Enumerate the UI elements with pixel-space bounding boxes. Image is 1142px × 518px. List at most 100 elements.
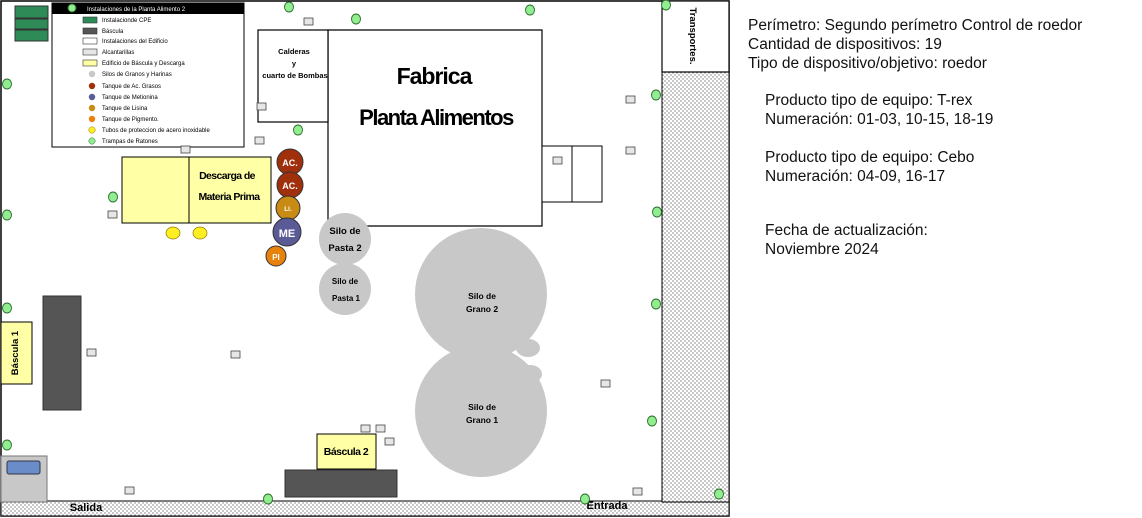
grasos-swatch: [88, 82, 96, 90]
annex-room-right: [571, 145, 603, 203]
rodent-trap: [284, 1, 294, 13]
rodent-trap: [661, 0, 671, 11]
entrada-label: Entrada: [587, 500, 629, 512]
legend-item-label: Instalaciones del Edificio: [102, 39, 168, 45]
rodent-traps: [2, 0, 724, 505]
tank-pigmento-label: PI: [272, 253, 280, 262]
alcantarillas: [86, 17, 643, 496]
legend-item-label: Alcantarillas: [102, 50, 134, 56]
silo-grano-1: [415, 345, 547, 477]
legend-item-label: Tanque de Pigmento.: [102, 117, 159, 123]
rodent-trap: [651, 298, 661, 310]
rodent-trap: [263, 493, 273, 505]
annex-room-left: [541, 145, 573, 203]
alcantarilla: [303, 17, 314, 26]
bascula-swatch: [82, 27, 98, 35]
rodent-trap: [652, 206, 662, 218]
trex-type-text: Producto tipo de equipo: T-rex: [765, 92, 973, 109]
tank-ac-grasos-2-label: AC.: [282, 181, 298, 191]
alcantarilla: [86, 348, 97, 357]
legend-item-label: Trampas de Ratones: [102, 139, 158, 145]
alcantarilla: [375, 424, 386, 433]
update-date-label: Fecha de actualización:: [765, 222, 928, 239]
bascula-2-platform: [284, 469, 398, 498]
alcantarilla: [552, 156, 563, 165]
fabrica-title-line2: Planta Alimentos: [359, 105, 514, 130]
silo-grano-2-label-line2: Grano 2: [466, 304, 498, 314]
bascula-2-building: [316, 433, 377, 470]
rodent-trap: [580, 493, 590, 505]
calderas-label-line3: cuarto de Bombas: [262, 71, 327, 80]
silo-pasta-1-label-line2: Pasta 1: [332, 294, 361, 303]
alcantarilla: [230, 350, 241, 359]
cebo-numbering-text: Numeración: 04-09, 16-17: [765, 168, 946, 185]
descarga-label-line2: Materia Prima: [198, 191, 260, 203]
rodent-trap: [714, 488, 724, 500]
trex-info: Producto tipo de equipo: T-rex Numeració…: [765, 91, 1138, 259]
silo-pasta-2: [319, 213, 371, 265]
tubo-swatch: [88, 126, 96, 134]
metionina-swatch: [88, 93, 96, 101]
silo-pasta-1: [319, 263, 371, 315]
cebo-type-text: Producto tipo de equipo: Cebo: [765, 149, 975, 166]
steel-tube: [165, 226, 181, 240]
legend-item-label: Tubos de proteccion de acero inoxidable: [102, 128, 211, 134]
silo-grano-1-label-line1: Silo de: [468, 402, 496, 412]
bascula-1-label: Báscula 1: [10, 330, 21, 375]
rodent-trap: [2, 209, 12, 221]
bascula-2-label: Báscula 2: [324, 446, 369, 458]
legend-item-label: Edificio de Báscula y Descarga: [102, 61, 185, 67]
fabrica-building: [327, 29, 543, 227]
edificio-swatch: [82, 37, 98, 45]
calderas-label-line1: Calderas: [278, 47, 310, 56]
update-date-value: Noviembre 2024: [765, 241, 879, 258]
alcantarilla: [180, 145, 191, 154]
rodent-trap: [647, 415, 657, 427]
tank-lisina-label: LI.: [284, 206, 292, 213]
rodent-trap: [293, 124, 303, 136]
device-count-text: Cantidad de dispositivos: 19: [748, 36, 942, 53]
lisina-swatch: [88, 104, 96, 112]
device-type-text: Tipo de dispositivo/objetivo: roedor: [748, 55, 987, 72]
steel-tube: [192, 226, 208, 240]
calderas-building: [257, 29, 329, 123]
cpe-installation-1: [14, 5, 49, 19]
cpe-installation-2: [14, 18, 49, 30]
alcantarilla-swatch: [82, 48, 98, 56]
rodent-trap: [2, 439, 12, 451]
legend: Instalaciones de la Planta Alimento 2 In…: [51, 2, 245, 148]
cpe-installation-3: [14, 29, 49, 42]
rodent-trap: [525, 4, 535, 16]
silo-swatch: [88, 70, 96, 78]
silo-grano-2-label-line1: Silo de: [468, 291, 496, 301]
tank-metionina-label: ME: [279, 228, 296, 240]
legend-item-label: Báscula: [102, 29, 124, 35]
pigmento-swatch: [88, 115, 96, 123]
plant-floor-plan: Transportes. Fabrica Planta Alimentos Ca…: [0, 0, 730, 517]
descarga-swatch: [82, 59, 98, 67]
salida-label: Salida: [70, 502, 103, 514]
silo-pasta-1-label-line1: Silo de: [332, 277, 359, 286]
legend-item-label: Tanque de Lisina: [102, 106, 148, 112]
cpe-swatch: [82, 16, 98, 24]
calderas-label-line2: y: [292, 59, 297, 68]
descarga-label-line1: Descarga de: [199, 170, 256, 182]
alcantarilla: [384, 437, 395, 446]
bascula-1-building: [0, 321, 33, 385]
silo-grano-2: [415, 228, 547, 360]
info-panel: Perímetro: Segundo perímetro Control de …: [748, 16, 1138, 259]
gate-vehicle: [6, 460, 41, 475]
alcantarilla: [107, 210, 118, 219]
descarga-building: [188, 156, 272, 224]
legend-title: Instalaciones de la Planta Alimento 2: [87, 7, 186, 13]
alcantarilla: [625, 95, 636, 104]
legend-item-label: Instalacionde CPE: [102, 18, 151, 24]
silo-pasta-2-label-line2: Pasta 2: [328, 243, 361, 254]
transportes-building: [661, 0, 730, 73]
trampa-icon: [67, 3, 77, 13]
rodent-trap: [108, 191, 118, 203]
perimeter-text: Perímetro: Segundo perímetro Control de …: [748, 17, 1083, 34]
fabrica-title-line1: Fabrica: [397, 63, 473, 89]
rodent-trap: [2, 78, 12, 90]
rodent-trap: [2, 302, 12, 314]
